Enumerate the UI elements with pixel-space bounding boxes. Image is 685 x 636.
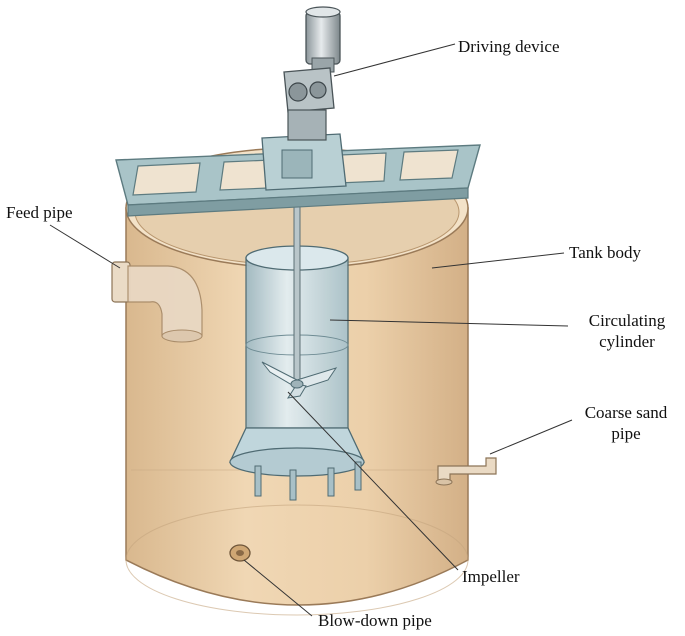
leader-driving-device [333,43,456,77]
leader-blow-down-pipe [243,559,313,617]
label-circulating-line2: cylinder [599,332,655,351]
leader-coarse-sand-pipe [489,419,573,455]
label-coarse-sand-pipe: Coarse sand pipe [570,402,682,444]
impeller [261,361,338,399]
label-driving-device: Driving device [458,37,560,56]
label-coarse-sand-line2: pipe [611,424,641,443]
driving-device [283,6,341,141]
blow-down-pipe [229,544,251,562]
coarse-sand-pipe [435,457,497,486]
label-blow-down-pipe: Blow-down pipe [318,611,432,630]
agitator-shaft [293,179,301,389]
support-frame [115,133,481,217]
label-impeller: Impeller [462,567,520,586]
label-circulating-line1: Circulating [588,311,666,330]
leader-impeller [287,391,459,571]
leader-tank-body [431,252,565,269]
label-tank-body: Tank body [569,243,641,262]
leader-feed-pipe [49,224,121,269]
leader-lines [49,43,573,617]
label-circulating-cylinder: Circulating cylinder [572,310,682,352]
label-feed-pipe: Feed pipe [6,203,73,222]
leader-circulating-cylinder [329,319,569,327]
label-coarse-sand-line1: Coarse sand [584,403,668,422]
feed-pipe [111,261,203,343]
